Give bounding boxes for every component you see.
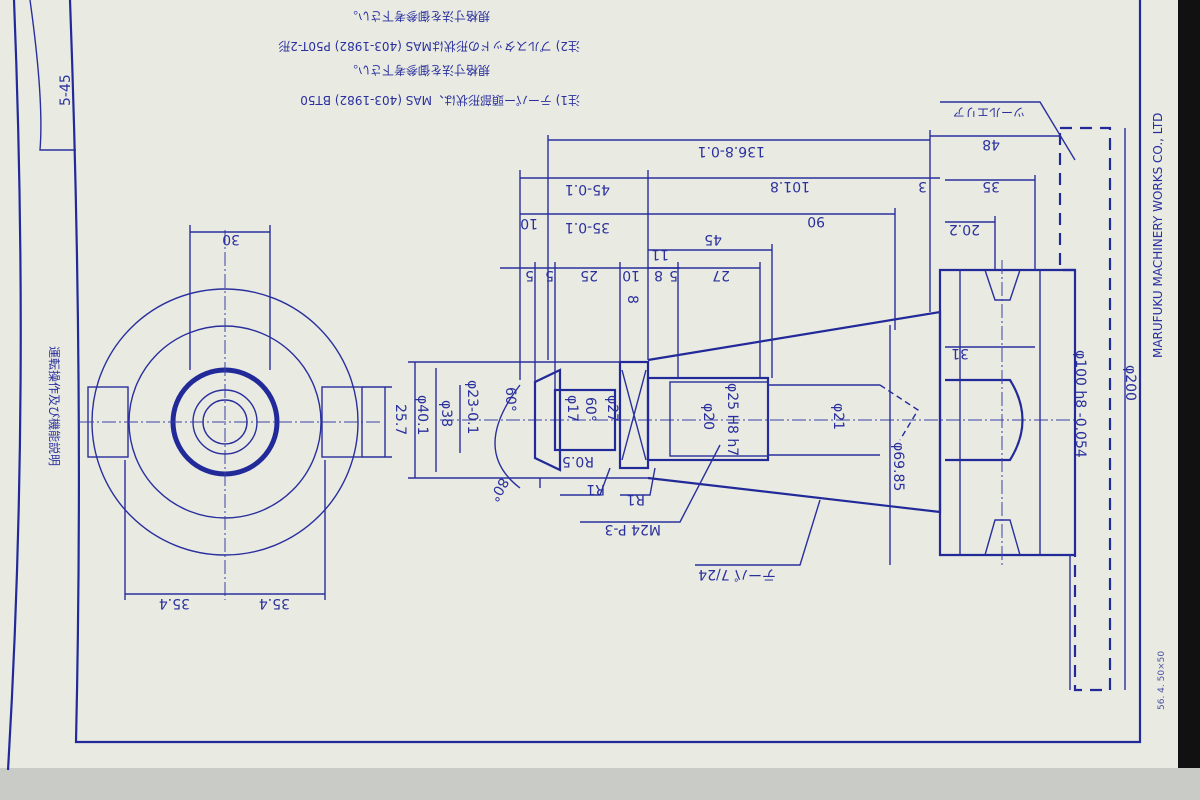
- dim-8: 8: [654, 267, 663, 283]
- note-2b: 規格寸法を御参考下さい。: [346, 9, 490, 24]
- dim-5: 5: [669, 267, 678, 283]
- dim-phi-100: φ100 h8 -0.054: [1072, 350, 1088, 458]
- dim-phi-27: φ27: [604, 395, 620, 422]
- section-title: 運転操作及び機能説明: [47, 346, 62, 466]
- relief-label: ツールエリア: [953, 105, 1025, 119]
- dim-5-5: 5: [525, 267, 534, 283]
- dim-30: 30: [222, 231, 240, 247]
- dim-20-2: 20.2: [949, 221, 980, 237]
- radius-r0-5: R0.5: [562, 453, 594, 469]
- dim-10-top: 10: [520, 215, 538, 231]
- end-view: 30 25.7 35.4 35.4: [80, 225, 408, 611]
- thread-label: M24 P-3: [605, 521, 661, 537]
- page-bottom-edge: [0, 768, 1200, 800]
- notes: 注1) テーパー頭部形状は、MAS (403-1982) BT50 規格寸法を御…: [278, 9, 580, 108]
- dim-phi-21: φ21: [830, 403, 846, 430]
- page-edge-shadow: [1178, 0, 1200, 800]
- dim-phi-40-1: φ40.1: [414, 395, 430, 435]
- dim-phi-38: φ38: [438, 400, 454, 427]
- frame-border: [68, 0, 1142, 744]
- page-number: 5-45: [58, 74, 74, 106]
- dim-35-4-right: 35.4: [259, 595, 290, 611]
- dim-3: 3: [918, 178, 927, 194]
- dim-35: 35: [982, 178, 1000, 194]
- dim-phi-69-85: φ69.85: [890, 442, 906, 491]
- dim-31: 31: [951, 345, 969, 361]
- dim-8-vertical: 8: [624, 295, 640, 304]
- angle-60-a: 60°: [502, 387, 518, 412]
- binding-curve: [6, 0, 22, 771]
- dim-phi-17: φ17: [564, 395, 580, 422]
- angle-60-b: 60°: [582, 397, 598, 422]
- dim-136-8: 136.8-0.1: [698, 143, 765, 159]
- dim-45-tol: 45-0.1: [565, 181, 610, 197]
- taper-label: テーパ 7/24: [698, 566, 776, 582]
- dim-phi-200: φ200: [1122, 365, 1138, 401]
- dimension-labels: 136.8-0.1 48 101.8 3 35 45-0.1 10 35-0.1…: [414, 105, 1138, 582]
- dim-phi-23: φ23-0.1: [464, 380, 480, 434]
- dim-48: 48: [982, 136, 1000, 152]
- title-box: [29, 0, 76, 151]
- dim-phi-25: φ25 H8 h7: [724, 383, 740, 456]
- dim-11: 11: [651, 246, 669, 262]
- dim-45: 45: [704, 231, 722, 247]
- dim-25-7: 25.7: [392, 404, 408, 435]
- note-2: 注2) プルスタッドの形状はMAS (403-1982) P50T-2形: [278, 39, 580, 54]
- note-1: 注1) テーパー頭部形状は、MAS (403-1982) BT50: [300, 93, 580, 108]
- dim-35-tol: 35-0.1: [565, 219, 610, 235]
- dim-101-8: 101.8: [770, 178, 810, 194]
- dim-5-5b: 5: [545, 267, 554, 283]
- dim-25: 25: [580, 267, 598, 283]
- radius-r1-b: R1: [626, 491, 645, 507]
- side-view: 136.8-0.1 48 101.8 3 35 45-0.1 10 35-0.1…: [408, 101, 1138, 692]
- note-1b: 規格寸法を御参考下さい。: [346, 63, 490, 78]
- dim-90: 90: [807, 213, 825, 229]
- dim-27: 27: [712, 267, 730, 283]
- dim-35-4-left: 35.4: [159, 595, 190, 611]
- dim-10: 10: [622, 267, 640, 283]
- angle-80: 80°: [485, 475, 511, 505]
- company-name: MARUFUKU MACHINERY WORKS CO., LTD: [1151, 113, 1165, 358]
- sheet-code: 56. 4. 50×50: [1157, 651, 1167, 710]
- radius-r1-a: R1: [586, 481, 605, 497]
- dim-phi-20: φ20: [700, 403, 716, 430]
